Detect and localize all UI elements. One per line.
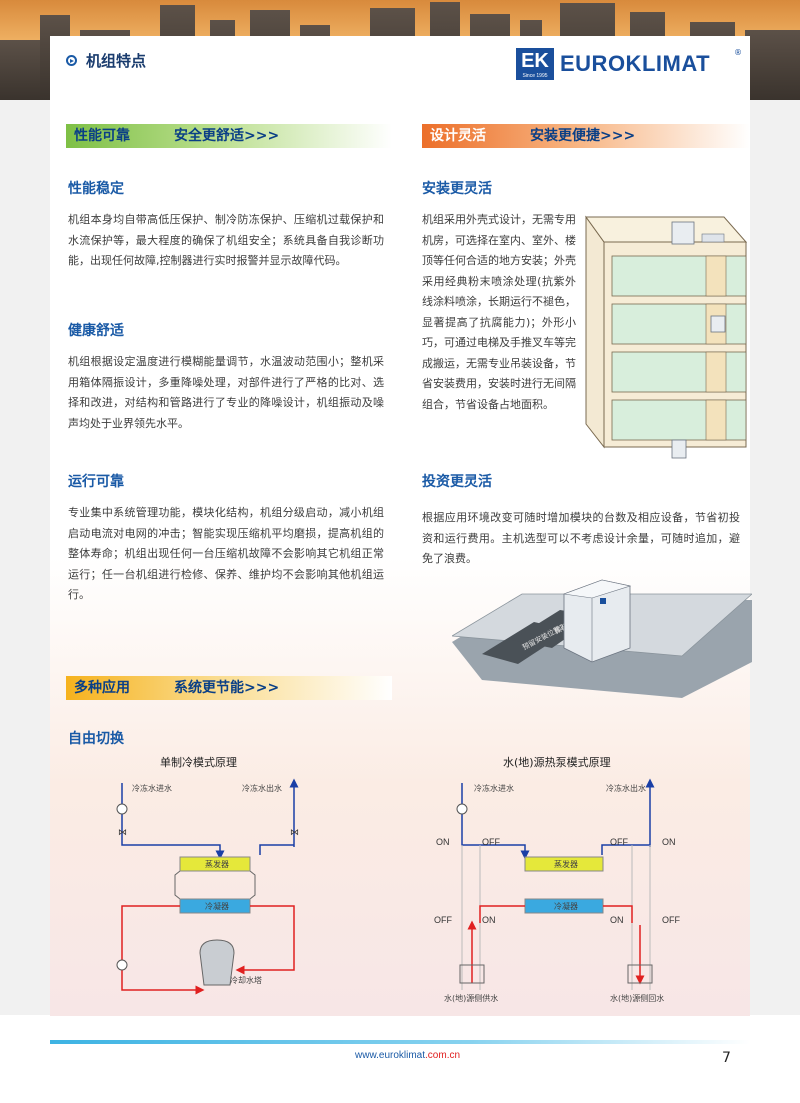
source-return-well <box>627 964 653 984</box>
registered-mark: ® <box>734 48 742 57</box>
valve-state-on: ON <box>610 915 624 925</box>
page-number: 7 <box>722 1050 731 1066</box>
heading-stable: 性能稳定 <box>68 181 124 197</box>
cooling-tower-label: 冷却水塔 <box>230 975 262 985</box>
source-return-label: 水(地)源侧回水 <box>610 993 664 1003</box>
valve-icon: ⋈ <box>290 827 299 837</box>
banner-applications: 多种应用系统更节能>>> <box>66 676 392 700</box>
footer-website-link[interactable]: www.euroklimat.com.cn <box>355 1050 461 1061</box>
play-circle-icon <box>66 55 77 66</box>
valve-state-off: OFF <box>434 915 452 925</box>
condenser-label: 冷凝器 <box>554 901 578 911</box>
heading-operation: 运行可靠 <box>68 474 124 490</box>
section-title: 机组特点 <box>86 52 147 70</box>
heading-invest: 投资更灵活 <box>422 474 492 490</box>
valve-state-off: OFF <box>610 837 628 847</box>
pump-icon <box>116 959 128 971</box>
valve-state-on: ON <box>482 915 496 925</box>
side-margin-left <box>0 100 50 1015</box>
source-supply-label: 水(地)源侧供水 <box>444 993 498 1003</box>
banner-reliable: 性能可靠安全更舒适>>> <box>66 124 392 148</box>
condenser-label: 冷凝器 <box>205 901 229 911</box>
text-stable: 机组本身均自带高低压保护、制冷防冻保护、压缩机过载保护和水流保护等，最大程度的确… <box>68 213 384 267</box>
valve-icon: ⋈ <box>118 827 127 837</box>
text-operation: 专业集中系统管理功能，模块化结构，机组分级启动，减小机组启动电流对电网的冲击；智… <box>68 506 384 601</box>
module-platform-illustration: 预留安装位置2 预留安装位置1 <box>452 579 752 698</box>
diagram-heatpump-mode: 冷冻水进水 冷冻水出水 ON OFF OFF ON 蒸发器 冷凝器 OFF ON… <box>434 778 680 1003</box>
text-comfort: 机组根据设定温度进行模糊能量调节，水温波动范围小；整机采用箱体隔振设计，多重降噪… <box>68 355 384 430</box>
footer-divider <box>50 1040 750 1044</box>
brand-logo-mark: EK Since 1995 <box>516 48 554 80</box>
heading-install: 安装更灵活 <box>422 181 492 197</box>
diagram-cooling-mode: 冷冻水进水 冷冻水出水 ⋈ ⋈ 蒸发器 冷凝器 冷却水塔 <box>116 778 299 995</box>
valve-state-on: ON <box>662 837 676 847</box>
brand-logo-text: EUROKLIMAT <box>560 51 711 76</box>
side-margin-right <box>750 100 800 1015</box>
diagram-cooling-title: 单制冷模式原理 <box>160 756 237 769</box>
pump-icon <box>456 803 468 815</box>
valve-state-on: ON <box>436 837 450 847</box>
valve-state-off: OFF <box>662 915 680 925</box>
source-supply-well <box>459 964 485 984</box>
pump-icon <box>116 803 128 815</box>
building-install-illustration <box>585 215 748 459</box>
heatpump-inlet-label: 冷冻水进水 <box>474 783 514 793</box>
cooling-outlet-label: 冷冻水出水 <box>242 783 282 793</box>
text-invest: 根据应用环境改变可随时增加模块的台数及相应设备，节省初投资和运行费用。主机选型可… <box>422 511 740 565</box>
valve-state-off: OFF <box>482 837 500 847</box>
cooling-inlet-label: 冷冻水进水 <box>132 783 172 793</box>
header-bar: 机组特点 EK Since 1995 EUROKLIMAT ® <box>50 36 750 98</box>
diagram-heatpump-title: 水(地)源热泵模式原理 <box>503 756 611 769</box>
heading-comfort: 健康舒适 <box>68 323 124 339</box>
evaporator-label: 蒸发器 <box>554 859 578 869</box>
banner-flexible: 设计灵活安装更便捷>>> <box>422 124 750 148</box>
heading-free-switch: 自由切换 <box>68 731 124 747</box>
evaporator-label: 蒸发器 <box>205 859 229 869</box>
text-install: 机组采用外壳式设计，无需专用机房，可选择在室内、室外、楼顶等任何合适的地方安装；… <box>422 213 576 411</box>
heatpump-outlet-label: 冷冻水出水 <box>606 783 646 793</box>
cooling-tower <box>199 939 235 986</box>
evaporator <box>524 856 604 872</box>
evaporator <box>179 856 251 872</box>
